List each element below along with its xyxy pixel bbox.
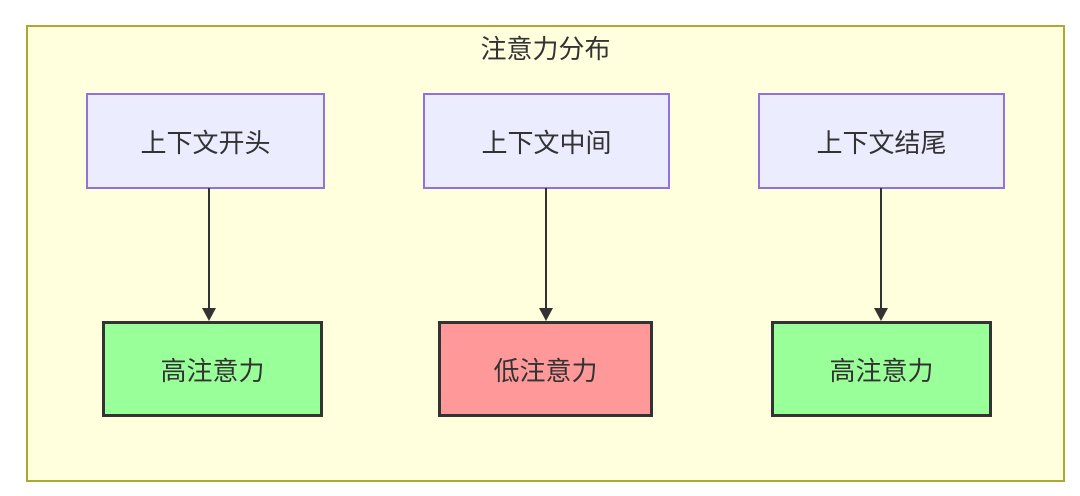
node-label: 高注意力: [160, 355, 265, 386]
node-low-attention: 低注意力: [438, 321, 653, 417]
node-label: 上下文中间: [481, 127, 612, 158]
arrow-line: [208, 188, 210, 309]
arrow-middle-to-result: [539, 188, 553, 321]
arrow-line: [880, 188, 882, 309]
node-label: 上下文开头: [140, 127, 271, 158]
node-high-attention-left: 高注意力: [102, 321, 323, 417]
arrow-head: [202, 308, 216, 321]
diagram-title: 注意力分布: [480, 34, 611, 64]
arrow-end-to-result: [874, 188, 888, 321]
node-context-middle: 上下文中间: [423, 93, 670, 189]
node-context-beginning: 上下文开头: [86, 93, 325, 189]
arrow-line: [545, 188, 547, 309]
node-label: 低注意力: [493, 355, 598, 386]
node-label: 上下文结尾: [816, 127, 947, 158]
arrow-head: [539, 308, 553, 321]
node-context-end: 上下文结尾: [758, 93, 1005, 189]
arrow-beginning-to-result: [202, 188, 216, 321]
arrow-head: [874, 308, 888, 321]
node-high-attention-right: 高注意力: [771, 321, 992, 417]
node-label: 高注意力: [829, 355, 934, 386]
